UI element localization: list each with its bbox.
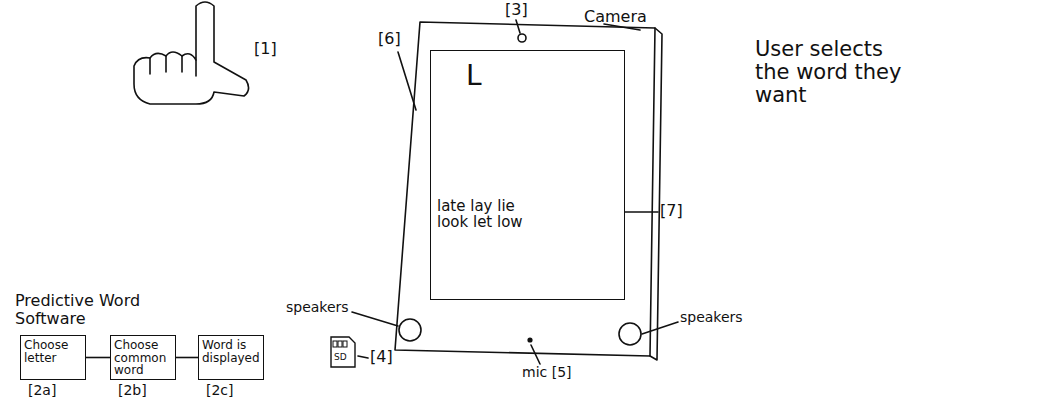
speaker-symbol	[619, 323, 641, 345]
callout-number: [4]	[370, 348, 410, 366]
callout-number: [1]	[254, 40, 294, 58]
leader-line	[516, 20, 520, 33]
process-box: Word is displayed	[198, 335, 264, 380]
tablet-screen: Llate lay lie look let low	[430, 50, 625, 300]
tablet-edge	[650, 28, 662, 360]
screen-letter: L	[466, 61, 526, 90]
group-title: Predictive Word Software	[15, 292, 175, 327]
leader-line	[531, 345, 540, 364]
note: User selects the word they want	[755, 38, 905, 107]
card-text: SD	[334, 353, 354, 362]
mic-dot	[528, 338, 532, 342]
callout-number: [2b]	[118, 383, 158, 398]
leader-line	[358, 356, 368, 358]
hand-sketch	[134, 2, 249, 104]
callout-number: [3]	[505, 1, 545, 19]
camera-lens	[518, 34, 526, 42]
card-contact	[333, 341, 337, 347]
callout-number: [7]	[660, 202, 700, 220]
leader-line	[642, 322, 678, 334]
tablet-body	[395, 22, 655, 356]
part-name: Camera	[584, 8, 664, 26]
part-name: speakers	[680, 310, 760, 325]
leader-line	[398, 52, 416, 110]
leader-line	[352, 312, 398, 326]
card-outline	[330, 336, 356, 368]
callout-number: [2c]	[206, 383, 246, 398]
part-name: mic [5]	[522, 365, 602, 380]
box-text: Word is displayed	[202, 339, 260, 364]
card-contact	[343, 341, 347, 347]
card-outline	[331, 337, 355, 367]
connector-line	[176, 357, 198, 359]
card-contact	[338, 341, 342, 347]
process-box: Choose letter	[20, 335, 86, 380]
connector-line	[86, 357, 110, 359]
process-box: Choose common word	[110, 335, 176, 380]
word-suggestions: late lay lie look let low	[437, 199, 547, 231]
finger-line	[150, 56, 196, 76]
box-text: Choose letter	[24, 339, 82, 364]
speaker-symbol	[399, 319, 421, 341]
callout-number: [2a]	[28, 383, 68, 398]
box-text: Choose common word	[114, 339, 172, 377]
sd-card: SD	[330, 336, 356, 368]
part-name: speakers	[286, 300, 366, 315]
callout-number: [6]	[378, 30, 418, 48]
